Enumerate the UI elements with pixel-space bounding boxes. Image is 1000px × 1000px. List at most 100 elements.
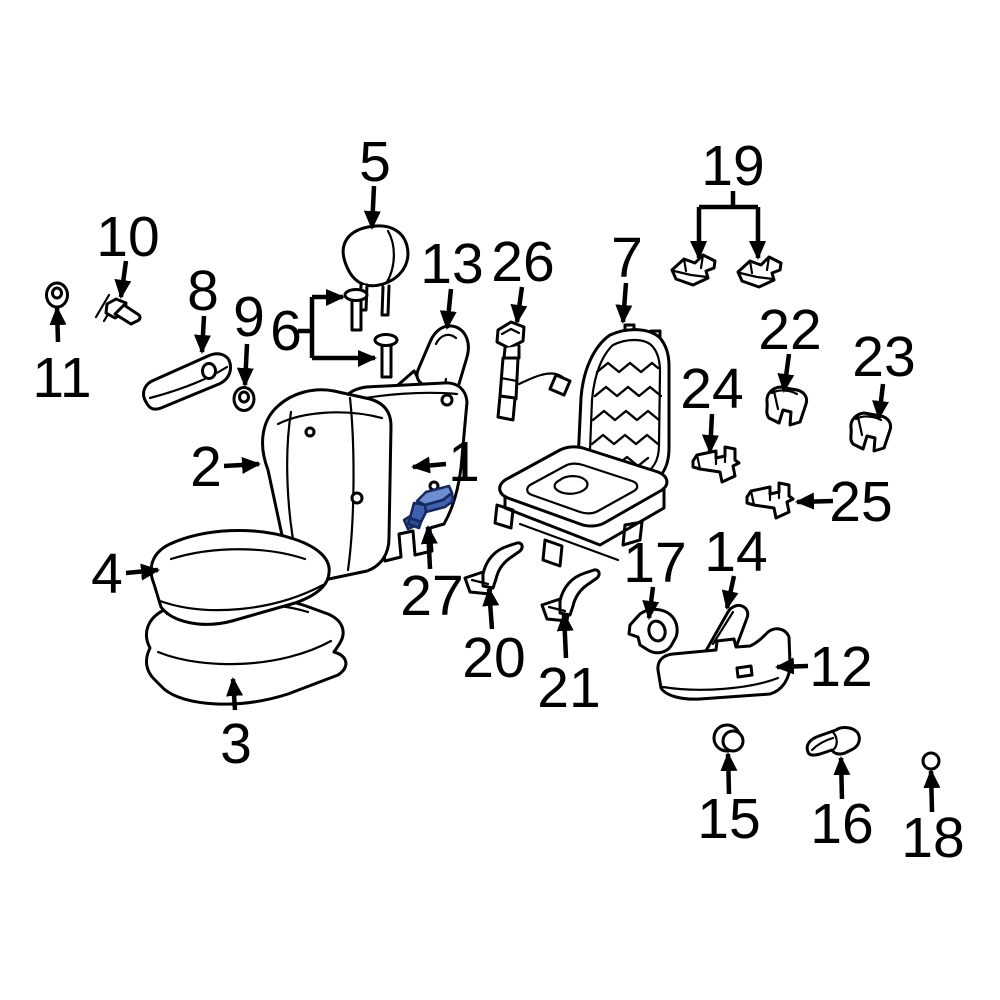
part-27-clip-highlighted[interactable]	[402, 484, 455, 531]
callout-label-14[interactable]: 14	[704, 520, 767, 584]
washer-line	[94, 293, 111, 319]
callout-arrow	[411, 456, 447, 474]
callout-label-4[interactable]: 4	[91, 542, 123, 606]
callout-label-5[interactable]: 5	[359, 130, 391, 194]
callout-label-1[interactable]: 1	[448, 430, 480, 494]
callout-9[interactable]: 9	[233, 285, 265, 387]
callout-27[interactable]: 27	[400, 525, 464, 628]
base-rim	[526, 462, 639, 515]
part-15-knob[interactable]	[712, 723, 745, 753]
callout-2[interactable]: 2	[190, 435, 261, 499]
base-skirt	[503, 485, 666, 547]
callout-label-26[interactable]: 26	[491, 230, 554, 294]
part-12-side-valance[interactable]	[656, 627, 792, 701]
part-26-seat-belt-buckle[interactable]	[495, 320, 572, 422]
callout-25[interactable]: 25	[795, 470, 893, 534]
armrest-body	[142, 352, 232, 411]
callout-13[interactable]: 13	[420, 232, 484, 330]
callout-label-23[interactable]: 23	[852, 325, 915, 389]
callout-label-12[interactable]: 12	[809, 635, 872, 699]
callout-4[interactable]: 4	[91, 542, 160, 606]
buckle-strap-lower	[496, 394, 517, 422]
callout-label-10[interactable]: 10	[96, 205, 159, 269]
callout-6[interactable]: 6	[270, 289, 377, 367]
callout-12[interactable]: 12	[775, 635, 873, 699]
callout-label-16[interactable]: 16	[810, 792, 873, 856]
part-11-grommet[interactable]	[45, 281, 69, 309]
part-7-seat-frame[interactable]	[493, 323, 671, 568]
callout-23[interactable]: 23	[852, 325, 916, 420]
part-23-hook-cover[interactable]	[849, 411, 893, 453]
part-16-recline-handle[interactable]	[805, 726, 861, 757]
callout-8[interactable]: 8	[187, 259, 219, 354]
callout-16[interactable]: 16	[810, 756, 874, 856]
knob-inner	[721, 729, 745, 753]
callout-label-2[interactable]: 2	[190, 435, 222, 499]
callout-arrow	[923, 769, 941, 813]
part-9-grommet[interactable]	[232, 386, 256, 412]
callout-22[interactable]: 22	[758, 298, 822, 393]
part-6-headrest-guides[interactable]	[343, 288, 399, 379]
callout-arrow	[721, 575, 739, 610]
callout-label-17[interactable]: 17	[623, 531, 686, 595]
callout-label-13[interactable]: 13	[420, 232, 483, 296]
clip	[736, 255, 783, 289]
callout-24[interactable]: 24	[680, 357, 744, 454]
part-4-seat-cushion-cover[interactable]	[149, 528, 331, 626]
spring-wire	[590, 433, 660, 446]
callout-label-27[interactable]: 27	[400, 564, 463, 628]
part-24-bracket-clip[interactable]	[691, 445, 741, 484]
part-20-hinge-cover[interactable]	[463, 541, 524, 596]
spring-wire	[591, 409, 661, 422]
callout-arrow	[872, 383, 889, 420]
clip-arm-front	[423, 491, 455, 514]
part-10-bolt[interactable]	[94, 293, 142, 326]
callout-label-9[interactable]: 9	[233, 285, 265, 349]
callout-label-18[interactable]: 18	[901, 806, 964, 870]
part-21-hinge-cover[interactable]	[540, 568, 601, 623]
callout-label-25[interactable]: 25	[829, 470, 892, 534]
cover-seam	[169, 548, 307, 561]
handle-fold	[810, 736, 835, 752]
callout-11[interactable]: 11	[32, 306, 92, 410]
callout-19[interactable]: 19	[690, 134, 766, 260]
callout-label-22[interactable]: 22	[758, 298, 821, 362]
part-17-hinge-bracket[interactable]	[627, 607, 679, 655]
callout-14[interactable]: 14	[704, 520, 768, 610]
part-18-screw-cap[interactable]	[921, 751, 941, 771]
callout-arrow	[720, 752, 738, 795]
callout-26[interactable]: 26	[491, 230, 555, 324]
part-19-clips[interactable]	[670, 253, 783, 289]
callout-label-11[interactable]: 11	[32, 346, 91, 410]
cover-arm	[481, 541, 524, 590]
callout-label-19[interactable]: 19	[701, 134, 764, 198]
callout-21[interactable]: 21	[537, 612, 601, 720]
part-22-hook-cover[interactable]	[765, 385, 809, 427]
callout-label-3[interactable]: 3	[220, 712, 252, 776]
callout-label-21[interactable]: 21	[537, 656, 600, 720]
part-25-bracket-clip[interactable]	[745, 481, 795, 520]
callout-20[interactable]: 20	[462, 587, 526, 690]
callout-1[interactable]: 1	[411, 430, 480, 494]
part-8-armrest[interactable]	[142, 352, 232, 411]
callout-label-15[interactable]: 15	[697, 787, 760, 851]
callout-7[interactable]: 7	[611, 226, 643, 324]
callout-18[interactable]: 18	[901, 769, 965, 870]
callout-15[interactable]: 15	[697, 752, 761, 851]
callout-label-7[interactable]: 7	[611, 226, 643, 290]
callout-10[interactable]: 10	[96, 205, 160, 299]
callout-arrow	[420, 525, 438, 570]
clip-fold	[695, 453, 727, 471]
callout-label-6[interactable]: 6	[270, 299, 302, 363]
callout-label-24[interactable]: 24	[680, 357, 743, 421]
callout-3[interactable]: 3	[220, 677, 252, 776]
buckle-slot	[500, 327, 521, 336]
callout-5[interactable]: 5	[359, 130, 391, 230]
callout-17[interactable]: 17	[623, 531, 687, 620]
base-top	[498, 445, 669, 528]
callout-arrow	[556, 612, 574, 659]
callout-label-8[interactable]: 8	[187, 259, 219, 323]
frame-foot	[541, 538, 564, 568]
callout-label-20[interactable]: 20	[462, 626, 525, 690]
